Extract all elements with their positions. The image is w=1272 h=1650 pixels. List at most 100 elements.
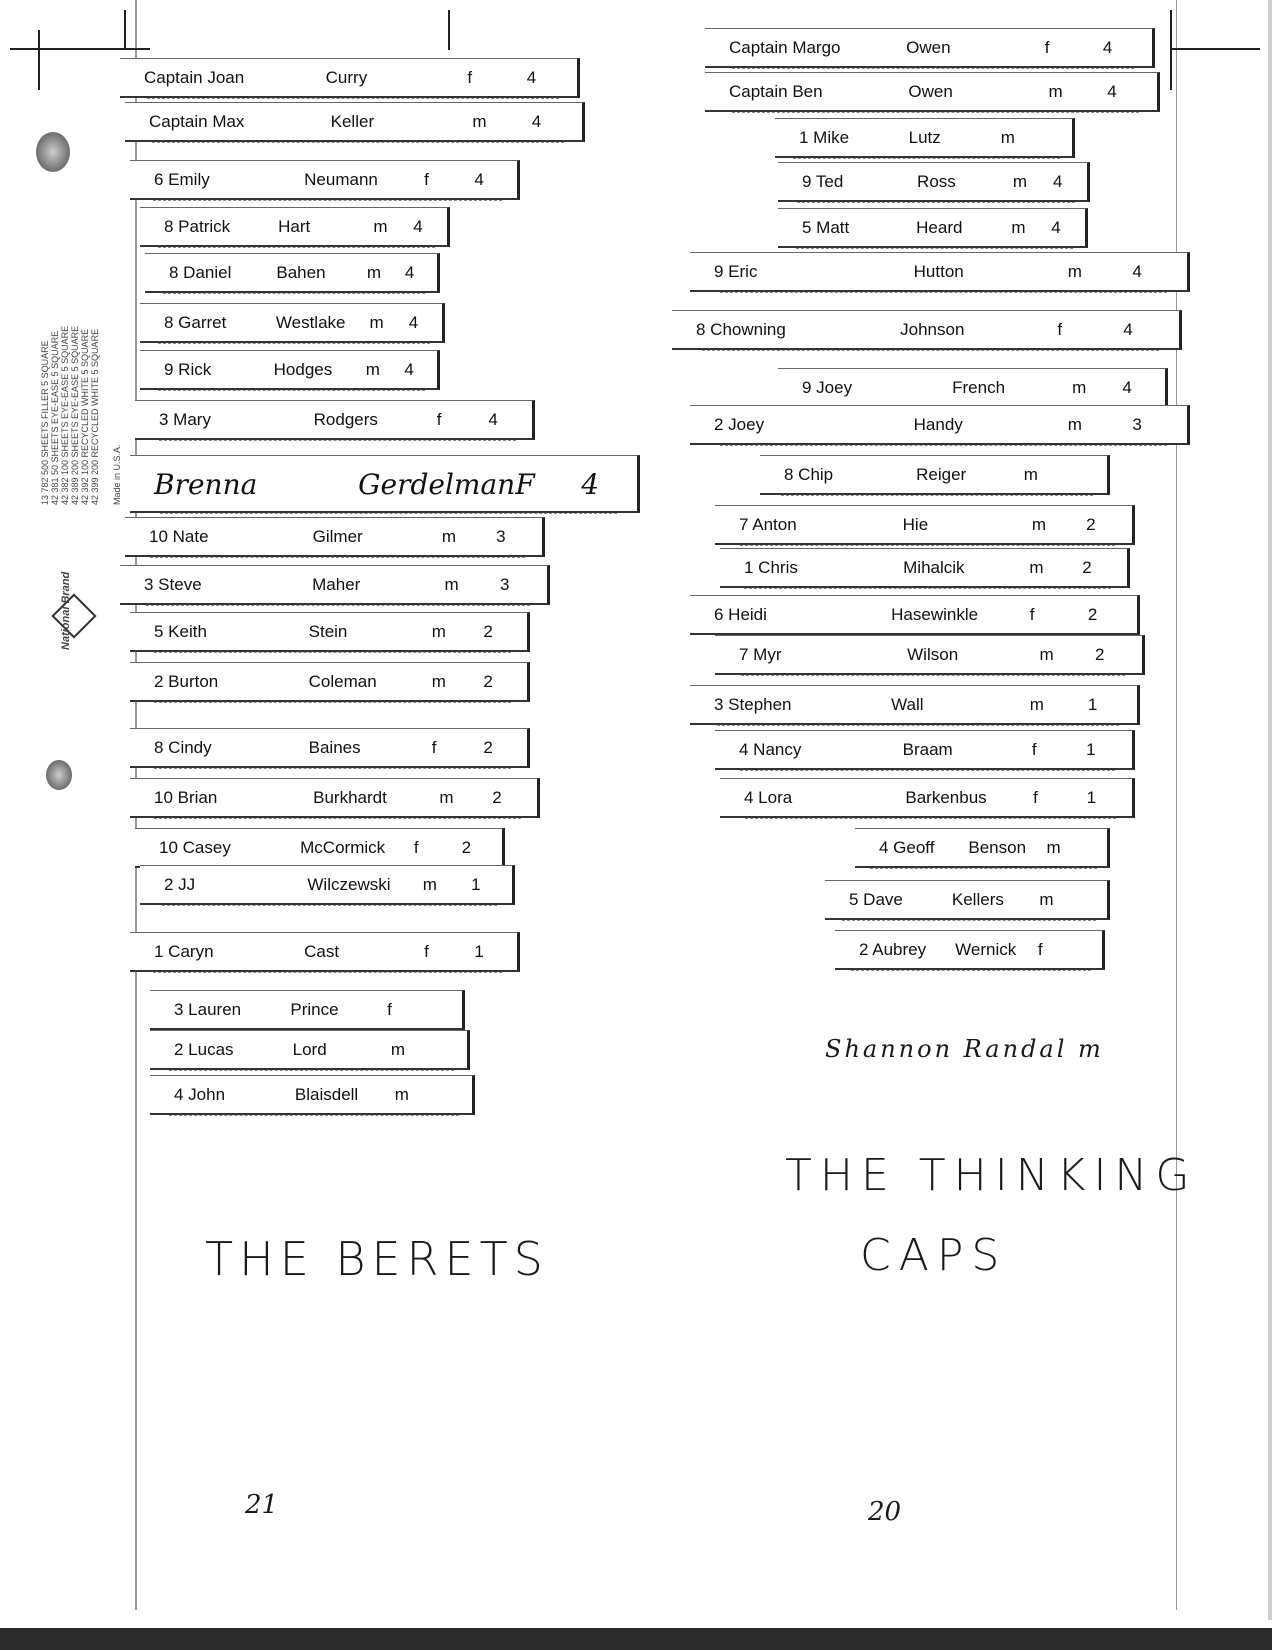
member-last: Ross <box>917 172 956 191</box>
member-first: 2 Joey <box>714 415 765 434</box>
crop-mark <box>1170 48 1260 50</box>
member-first: 5 Dave <box>849 890 903 909</box>
member-year: 4 <box>474 170 484 189</box>
left-member-strip: Captain Max Keller m 4 <box>125 102 585 143</box>
member-last: Hasewinkle <box>891 605 979 624</box>
member-first: Brenna <box>154 468 258 501</box>
member-gender: m <box>1031 515 1047 534</box>
member-year: 2 <box>1082 558 1092 577</box>
member-last: Reiger <box>916 465 967 484</box>
member-gender: f <box>436 410 442 429</box>
member-year: 2 <box>492 788 502 807</box>
spine-line: Made in U.S.A. <box>112 444 122 505</box>
member-year: 2 <box>1087 605 1098 624</box>
member-last: Benson <box>968 838 1027 857</box>
member-last: Heard <box>916 218 963 237</box>
member-gender: m <box>444 575 459 594</box>
member-last: Hutton <box>913 262 964 281</box>
member-gender: f <box>424 942 429 961</box>
member-first: 2 Burton <box>154 672 219 691</box>
left-team-name: THE BERETS <box>205 1232 549 1286</box>
member-last: Wall <box>891 695 924 714</box>
member-first: 4 Nancy <box>739 740 802 759</box>
member-last: Barkenbus <box>905 788 987 807</box>
member-gender: m <box>1046 838 1061 857</box>
member-gender: m <box>441 527 457 546</box>
brand-logo-icon <box>51 593 97 639</box>
crop-mark <box>124 10 126 50</box>
member-last: Kellers <box>951 890 1004 909</box>
member-last: Lutz <box>908 128 941 147</box>
member-year: 4 <box>531 112 542 131</box>
member-year: 4 <box>1123 320 1133 339</box>
member-gender: m <box>431 672 446 691</box>
member-year: 4 <box>1107 82 1117 101</box>
member-gender: m <box>1067 262 1082 281</box>
member-gender: m <box>365 360 380 379</box>
member-first: 6 Emily <box>154 170 210 189</box>
member-first: 1 Chris <box>744 558 798 577</box>
member-gender: m <box>1072 378 1087 397</box>
member-first: 4 John <box>174 1085 226 1104</box>
member-first: 2 JJ <box>164 875 196 894</box>
member-last: Stein <box>308 622 348 641</box>
member-year: 2 <box>461 838 472 857</box>
member-gender: f <box>1029 605 1035 624</box>
binder-hole <box>46 760 72 790</box>
member-gender: m <box>1067 415 1082 434</box>
member-last: Hodges <box>273 360 333 379</box>
member-last: Bahen <box>276 263 326 282</box>
member-last: Lord <box>292 1040 327 1059</box>
member-first: 3 Mary <box>159 410 211 429</box>
right-team-name-line1: THE THINKING <box>785 1150 1198 1201</box>
member-first: 10 Casey <box>159 838 231 857</box>
brand-name: National Brand <box>60 571 72 650</box>
member-gender: m <box>394 1085 409 1104</box>
member-gender: m <box>472 112 487 131</box>
member-gender: f <box>431 738 437 757</box>
member-first: 5 Keith <box>154 622 207 641</box>
member-last: Burkhardt <box>313 788 387 807</box>
member-first: 1 Caryn <box>154 942 214 961</box>
member-year: 1 <box>1086 740 1096 759</box>
member-first: Captain Max <box>149 112 245 131</box>
member-gender: m <box>1039 890 1054 909</box>
member-last: Blaisdell <box>294 1085 359 1104</box>
member-gender: m <box>1048 82 1063 101</box>
member-year: 4 <box>404 263 415 282</box>
right-team-name-line2: CAPS <box>860 1230 1008 1281</box>
member-year: 3 <box>1132 415 1142 434</box>
member-last: Keller <box>330 112 375 131</box>
member-gender: m <box>422 875 437 894</box>
member-gender: m <box>1029 695 1044 714</box>
member-gender: m <box>1011 218 1026 237</box>
binder-hole <box>36 132 70 172</box>
member-last: Wilczewski <box>307 875 391 894</box>
member-last: Gerdelman <box>358 468 516 501</box>
member-gender: m <box>1000 128 1015 147</box>
member-last: Braam <box>902 740 953 759</box>
member-year: 4 <box>488 410 498 429</box>
member-last: Wilson <box>907 645 959 664</box>
member-gender: m <box>1039 645 1054 664</box>
member-gender: f <box>1057 320 1063 339</box>
member-first: 8 Patrick <box>164 217 231 236</box>
